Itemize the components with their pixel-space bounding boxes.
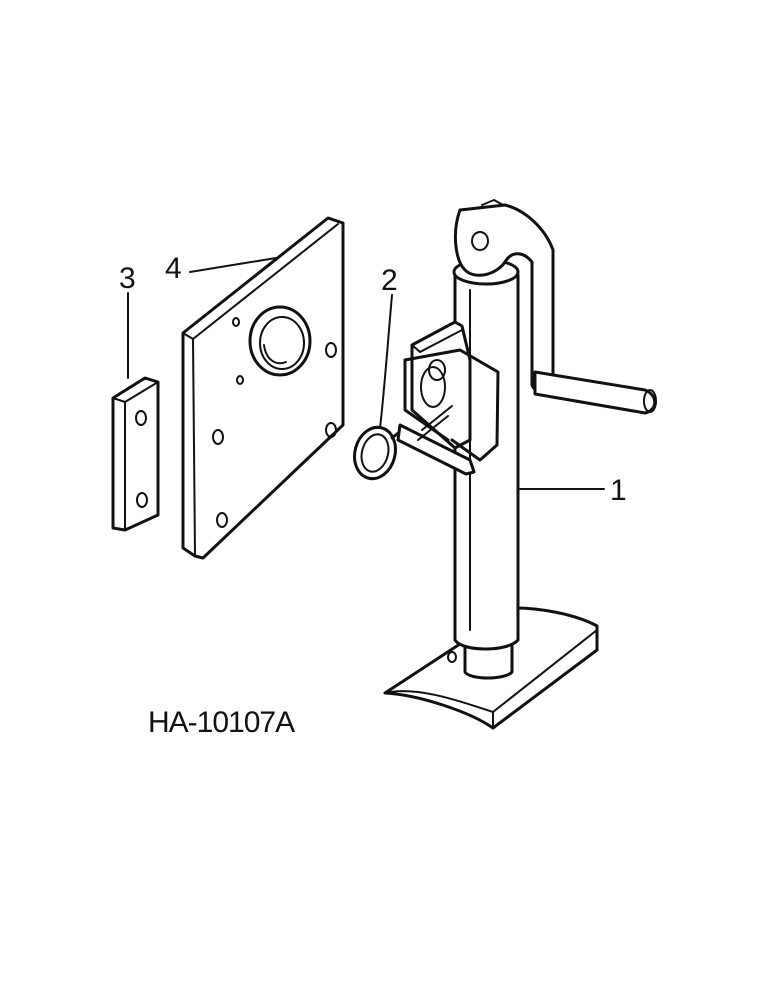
- lock-pin-ring: [353, 425, 404, 481]
- figure-id: HA-10107A: [148, 706, 295, 739]
- spacer-bar: [111, 376, 160, 532]
- leader-lines: [127, 257, 605, 490]
- mounting-plate: [181, 216, 345, 560]
- callout-3: 3: [119, 262, 136, 295]
- callout-1: 1: [610, 474, 627, 507]
- callout-2: 2: [381, 264, 398, 297]
- jack-stand: [383, 199, 657, 730]
- leader-plate: [189, 257, 277, 273]
- callout-4: 4: [165, 252, 182, 285]
- leader-pin: [379, 294, 393, 429]
